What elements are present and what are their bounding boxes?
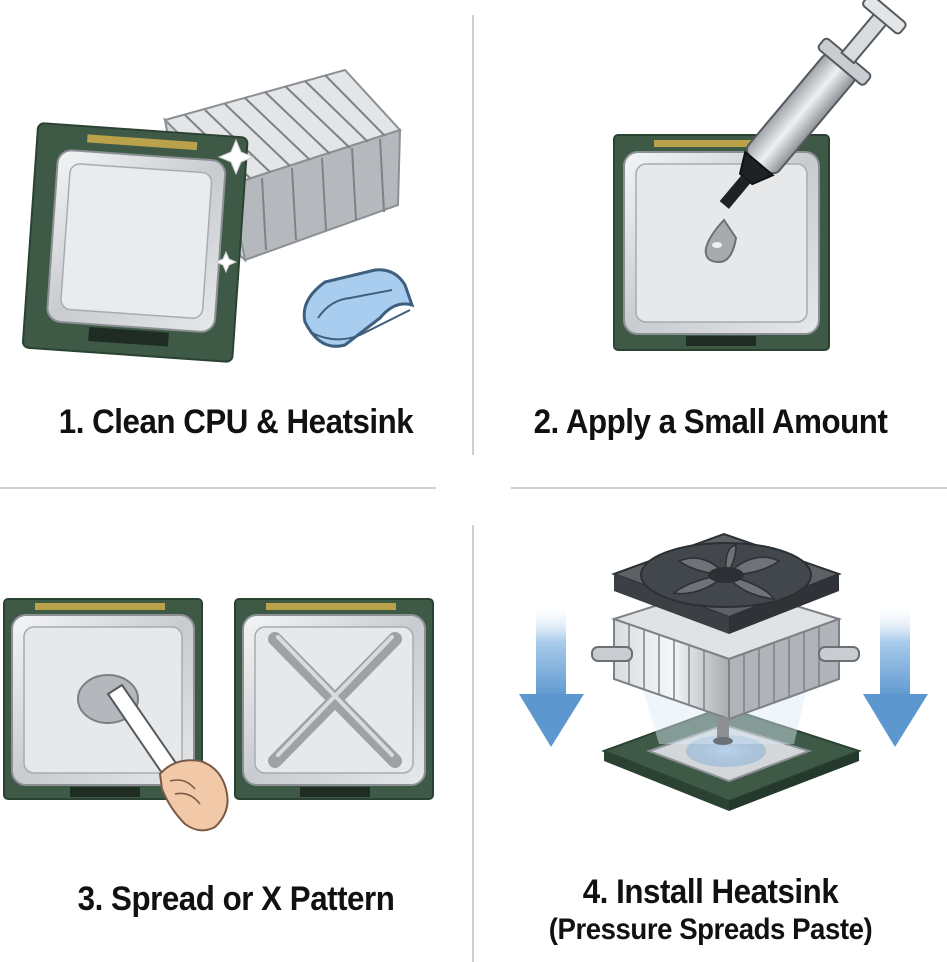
horizontal-divider-left bbox=[0, 487, 436, 489]
step-4-subtitle-text: (Pressure Spreads Paste) bbox=[548, 913, 873, 946]
cleaning-cloth-icon bbox=[302, 268, 415, 348]
step-1-title: Clean CPU & Heatsink bbox=[92, 403, 414, 441]
thermal-paste-dot-icon bbox=[704, 218, 738, 264]
step-2-number: 2. bbox=[533, 403, 560, 441]
syringe-icon bbox=[719, 0, 907, 209]
down-arrow-left-icon bbox=[519, 604, 584, 747]
horizontal-divider-right bbox=[511, 487, 947, 489]
step-1-caption: 1. Clean CPU & Heatsink bbox=[19, 403, 453, 442]
step-1-illustration bbox=[21, 68, 415, 363]
step-3-caption: 3. Spread or X Pattern bbox=[19, 880, 453, 919]
step-4-illustration bbox=[519, 532, 928, 811]
cpu-base-icon bbox=[601, 705, 862, 811]
down-arrow-right-icon bbox=[863, 604, 928, 747]
vertical-divider-bottom bbox=[472, 525, 474, 962]
step-4-caption: 4. Install Heatsink bbox=[493, 873, 928, 912]
cooling-fan-icon bbox=[611, 532, 842, 634]
step-3-illustration bbox=[3, 598, 434, 832]
step-2-title: Apply a Small Amount bbox=[565, 403, 888, 441]
step-3-number: 3. bbox=[77, 880, 104, 918]
hand-icon bbox=[158, 759, 229, 832]
step-2-illustration bbox=[613, 0, 907, 351]
step-4-subtitle: (Pressure Spreads Paste) bbox=[493, 913, 928, 947]
step-2-panel: 2. Apply a Small Amount bbox=[474, 0, 947, 480]
step-3-panel: 3. Spread or X Pattern bbox=[0, 489, 472, 962]
sparkle-icon bbox=[214, 138, 255, 274]
step-1-panel: 1. Clean CPU & Heatsink bbox=[0, 0, 472, 480]
step-4-title: Install Heatsink bbox=[616, 873, 839, 911]
step-4-number: 4. bbox=[582, 873, 609, 911]
step-3-title: Spread or X Pattern bbox=[111, 880, 395, 918]
cpu-chip-icon bbox=[21, 122, 249, 363]
vertical-divider-top bbox=[472, 15, 474, 455]
cpu-x-pattern-icon bbox=[234, 598, 434, 800]
step-4-panel: 4. Install Heatsink (Pressure Spreads Pa… bbox=[474, 489, 947, 962]
step-2-caption: 2. Apply a Small Amount bbox=[493, 403, 928, 442]
step-1-number: 1. bbox=[58, 403, 85, 441]
